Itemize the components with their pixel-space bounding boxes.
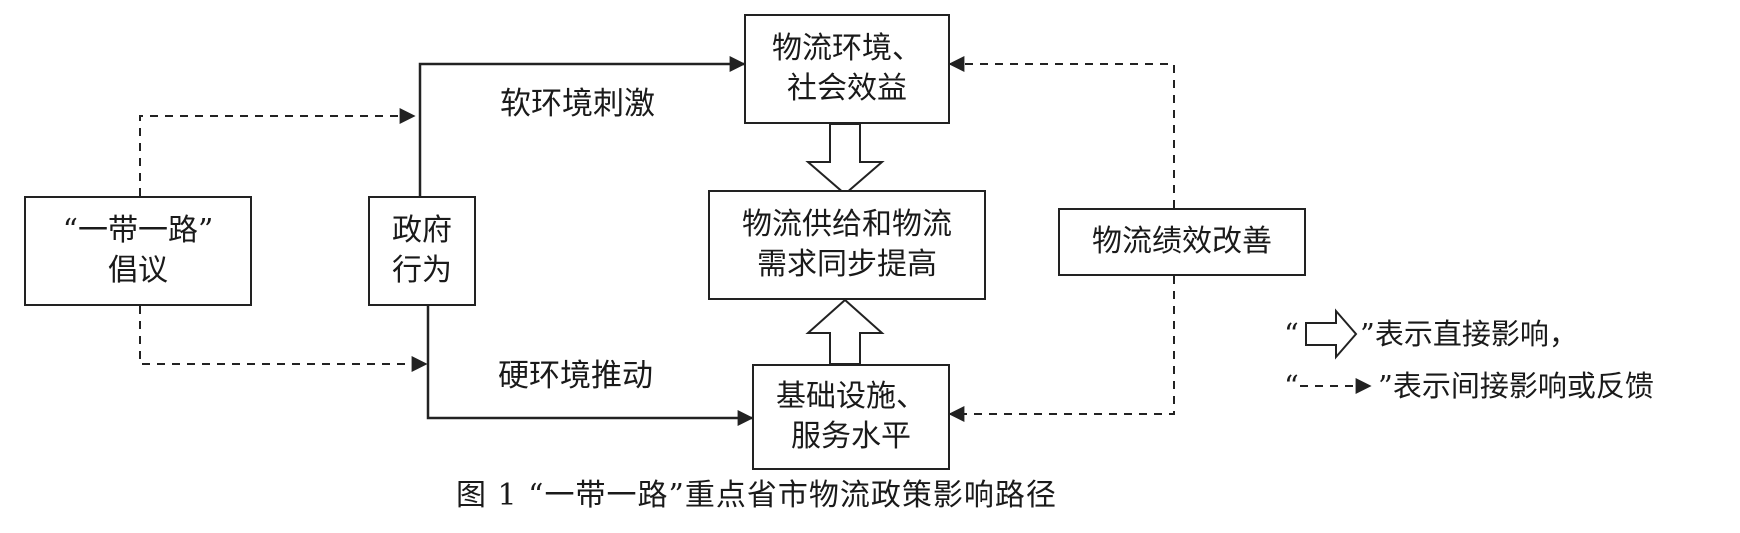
figure-caption: 图 1 “一带一路”重点省市物流政策影响路径: [456, 478, 1057, 513]
node-government-behavior-line2: 行为: [392, 253, 452, 288]
node-infrastructure-service-line2: 服务水平: [791, 419, 911, 454]
node-belt-road-initiative-line2: 倡议: [108, 253, 168, 288]
node-supply-demand-sync-line2: 需求同步提高: [757, 247, 937, 282]
node-infrastructure-service-line1: 基础设施、: [776, 379, 926, 414]
legend-hollow-arrow-icon: [1305, 308, 1358, 360]
hollow-arrow-up: [805, 298, 885, 365]
legend-direct-open-quote: “: [1284, 317, 1299, 351]
legend-direct-text: ”表示直接影响，: [1360, 317, 1578, 351]
dashed-arrow-feedback-infrastructure: [948, 276, 1175, 422]
dashed-arrow-initiative-bottom: [139, 306, 428, 372]
node-logistics-performance: 物流绩效改善: [1058, 208, 1306, 276]
node-belt-road-initiative: “一带一路” 倡议: [24, 196, 252, 306]
node-logistics-performance-line1: 物流绩效改善: [1092, 224, 1272, 259]
dashed-arrow-initiative-top: [139, 108, 416, 196]
node-government-behavior: 政府 行为: [368, 196, 476, 306]
hollow-arrow-down: [805, 123, 885, 196]
dashed-arrow-feedback-environment: [948, 56, 1175, 208]
node-supply-demand-sync-line1: 物流供给和物流: [742, 207, 952, 242]
node-supply-demand-sync: 物流供给和物流 需求同步提高: [708, 190, 986, 300]
label-soft-environment: 软环境刺激: [500, 86, 655, 122]
legend-indirect-text: ”表示间接影响或反馈: [1378, 369, 1654, 403]
node-logistics-environment: 物流环境、 社会效益: [744, 14, 950, 124]
legend-indirect-open-quote: “: [1284, 369, 1299, 403]
node-infrastructure-service: 基础设施、 服务水平: [752, 364, 950, 470]
solid-arrow-soft-environment: [418, 56, 746, 196]
node-government-behavior-line1: 政府: [392, 213, 452, 248]
node-logistics-environment-line1: 物流环境、: [772, 31, 922, 66]
node-belt-road-initiative-line1: “一带一路”: [62, 213, 214, 248]
label-hard-environment: 硬环境推动: [498, 358, 653, 394]
solid-arrow-hard-environment: [426, 306, 754, 426]
node-logistics-environment-line2: 社会效益: [787, 71, 907, 106]
